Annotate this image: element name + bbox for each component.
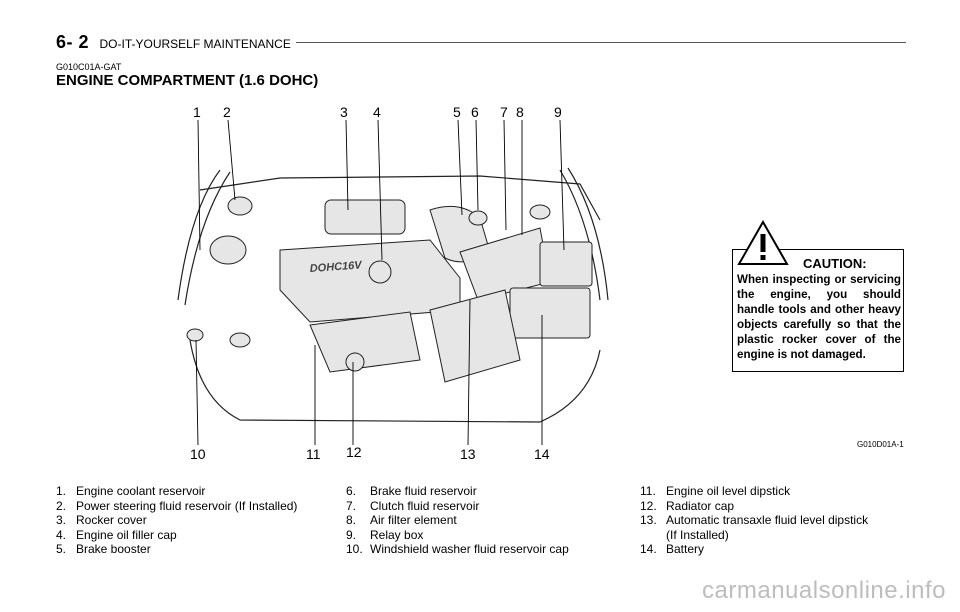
callout-3: 3: [340, 104, 348, 120]
callout-numbers: 1 2 3 4 5 6 7 8 9 10 11 12 13 14: [190, 104, 562, 462]
callout-5: 5: [453, 104, 461, 120]
callout-12: 12: [346, 444, 362, 460]
engine-parts: [186, 196, 593, 383]
strut-right: [529, 204, 551, 220]
warning-triangle-icon: [737, 220, 789, 265]
brake-fluid-reservoir: [468, 210, 488, 226]
legend-item: 5.Brake booster: [56, 542, 151, 557]
legend-item: 1.Engine coolant reservoir: [56, 484, 206, 498]
strut-left: [229, 332, 251, 348]
callout-8: 8: [516, 104, 524, 120]
caution-body: When inspecting or servicing the engine,…: [737, 273, 901, 361]
watermark: carmanualsonline.info: [702, 577, 946, 604]
legend-item: 14.Battery: [640, 542, 705, 557]
battery: [509, 287, 591, 339]
caution-box: CAUTION: When inspecting or servicing th…: [732, 220, 904, 372]
legend-column-3: 11.Engine oil level dipstick 12.Radiator…: [640, 484, 868, 557]
legend-column-2: 6.Brake fluid reservoir 7.Clutch fluid r…: [346, 484, 569, 557]
callout-9: 9: [554, 104, 562, 120]
radiator-cap: [345, 352, 365, 372]
transaxle-housing: [429, 289, 521, 383]
page-title: ENGINE COMPARTMENT (1.6 DOHC): [56, 72, 319, 89]
engine-compartment-diagram: DOHC16V 1 2 3 4 5 6 7 8 9 10 11 12 13 14: [177, 104, 609, 462]
legend-item: 11.Engine oil level dipstick: [640, 484, 791, 498]
page-header: 6- 2 DO-IT-YOURSELF MAINTENANCE: [56, 32, 291, 54]
legend-item: 4.Engine oil filler cap: [56, 527, 177, 542]
legend-item: 12.Radiator cap: [640, 498, 735, 513]
section-title: DO-IT-YOURSELF MAINTENANCE: [99, 37, 291, 51]
legend-item: 3.Rocker cover: [56, 513, 147, 528]
callout-7: 7: [500, 104, 508, 120]
engine-badge: DOHC16V: [309, 259, 363, 275]
oil-filler-cap: [368, 260, 392, 284]
legend-item: 13.Automatic transaxle fluid level dipst…: [640, 513, 869, 528]
coolant-reservoir: [209, 235, 247, 265]
legend-item: 10.Windshield washer fluid reservoir cap: [346, 542, 569, 557]
legend-item: 9.Relay box: [346, 527, 424, 542]
legend-item: 7.Clutch fluid reservoir: [346, 498, 480, 513]
body-outline: [177, 167, 609, 423]
caution-title: CAUTION:: [803, 256, 867, 271]
legend-item: 8.Air filter element: [346, 513, 457, 528]
oil-pan: [309, 311, 421, 373]
leader-lines: [195, 119, 565, 446]
washer-cap: [186, 328, 204, 342]
callout-6: 6: [471, 104, 479, 120]
power-steering-reservoir: [227, 196, 253, 216]
doc-code: G010C01A-GAT: [56, 62, 122, 72]
relay-box: [539, 241, 593, 287]
legend-item: 2.Power steering fluid reservoir (If Ins…: [56, 498, 298, 513]
callout-10: 10: [190, 446, 206, 462]
legend-item: 6.Brake fluid reservoir: [346, 484, 477, 498]
legend-column-1: 1.Engine coolant reservoir 2.Power steer…: [56, 484, 297, 557]
callout-4: 4: [373, 104, 381, 120]
callout-1: 1: [193, 104, 201, 120]
callout-14: 14: [534, 446, 550, 462]
figure-code: G010D01A-1: [857, 440, 904, 449]
header-rule: [296, 42, 906, 43]
legend-item: (If Installed): [666, 527, 729, 542]
page-number: 6- 2: [56, 32, 90, 52]
callout-2: 2: [223, 104, 231, 120]
callout-13: 13: [460, 446, 476, 462]
intake-box: [324, 199, 406, 235]
callout-11: 11: [306, 446, 321, 462]
